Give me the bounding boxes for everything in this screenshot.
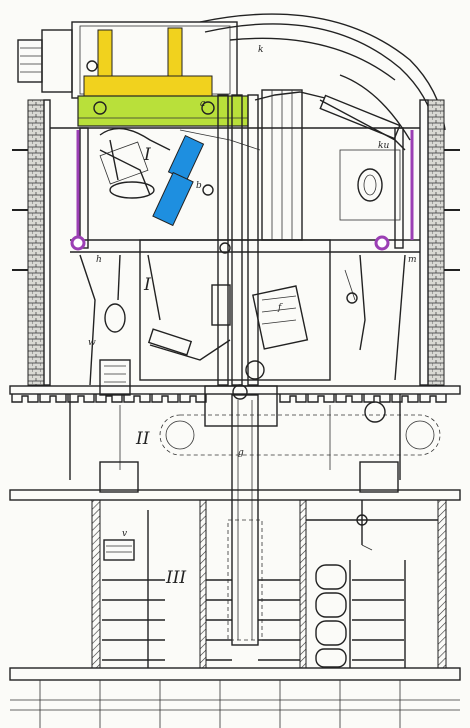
right-gear-hangers bbox=[344, 254, 406, 381]
letter-h: h bbox=[96, 255, 102, 265]
letter-f: f bbox=[277, 303, 283, 313]
central-trunk bbox=[139, 94, 331, 386]
gun-carriage-green bbox=[77, 95, 249, 127]
gun-cradle-yellow bbox=[83, 27, 213, 99]
level-label-1-left: I bbox=[143, 275, 151, 295]
loading-mechanism bbox=[99, 127, 261, 199]
letter-w: w bbox=[88, 338, 96, 348]
cartridge-racks-right bbox=[306, 500, 438, 668]
green-carriage-body bbox=[77, 95, 249, 127]
rammer-assembly bbox=[254, 74, 411, 241]
level-label-1-center: I bbox=[143, 145, 151, 165]
letter-v: v bbox=[122, 529, 127, 539]
centre-magazine-hoist bbox=[206, 519, 300, 661]
letter-ku: ku bbox=[378, 141, 389, 151]
gun-barrel bbox=[17, 21, 238, 99]
ammunition-hoist-blue bbox=[152, 134, 214, 227]
support-struts-purple bbox=[70, 130, 414, 251]
level-label-2: II bbox=[135, 429, 150, 449]
magazine-level-3 bbox=[9, 461, 461, 728]
turret-wall-right bbox=[419, 99, 460, 386]
right-port bbox=[339, 149, 401, 221]
yellow-saddle bbox=[83, 75, 213, 99]
shell-racks-left bbox=[102, 510, 165, 668]
letter-k: k bbox=[258, 45, 263, 55]
left-gear-hangers bbox=[79, 254, 161, 396]
blue-hoist-lower bbox=[152, 171, 194, 227]
letter-a: a bbox=[200, 99, 205, 109]
turret-wall-left bbox=[12, 99, 51, 386]
letter-g: g bbox=[238, 448, 244, 458]
level-label-3: III bbox=[165, 568, 186, 588]
letter-m: m bbox=[408, 255, 417, 265]
roller-path-floor bbox=[9, 384, 461, 427]
purple-pivot-right bbox=[374, 235, 390, 251]
purple-pivot-left bbox=[70, 235, 86, 251]
letter-b: b bbox=[196, 181, 202, 191]
